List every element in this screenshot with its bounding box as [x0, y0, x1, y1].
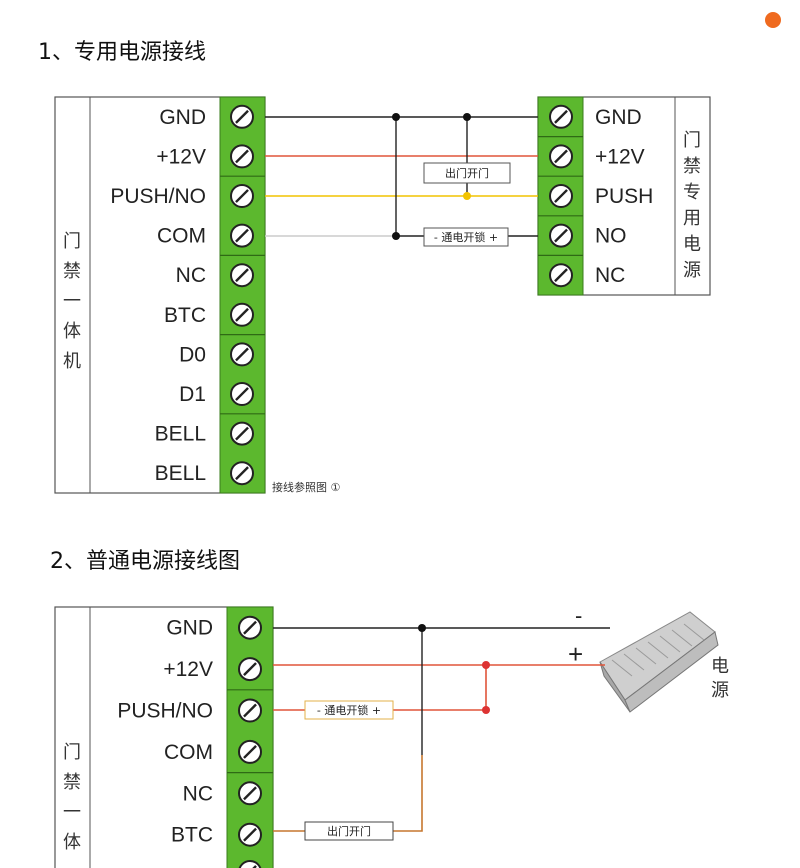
- btc-wire: [273, 755, 423, 832]
- device2-terminal-label: PUSH/NO: [117, 700, 213, 723]
- junction-dot: [463, 113, 471, 121]
- power-vertical-label: 电: [683, 234, 701, 255]
- screw-icon: [549, 223, 573, 248]
- screw-icon: [230, 104, 254, 129]
- power-supply-unit: [599, 611, 719, 713]
- lock-tag: - 通电开锁 +: [423, 227, 509, 247]
- device-vertical-label: 禁: [63, 261, 81, 282]
- lock-tag-label: - 通电开锁 +: [434, 230, 498, 244]
- device-terminal-label: GND: [159, 106, 206, 129]
- device2-vertical-label: 禁: [63, 772, 81, 793]
- screw-icon: [238, 739, 262, 764]
- screw-icon: [230, 461, 254, 486]
- device-terminal-label: PUSH/NO: [110, 185, 206, 208]
- screw-icon: [230, 263, 254, 288]
- device2-vertical-label: 一: [63, 802, 81, 823]
- power-plus-label: +: [568, 639, 583, 669]
- junction-dot: [392, 113, 400, 121]
- screw-icon: [230, 184, 254, 208]
- screw-icon: [230, 144, 254, 169]
- junction-dot: [482, 661, 490, 669]
- notification-dot-icon: [765, 12, 781, 28]
- screw-icon: [238, 698, 262, 723]
- screw-icon: [238, 657, 262, 682]
- device-terminal-label: BELL: [155, 462, 206, 485]
- section1-heading: 1、专用电源接线: [38, 40, 206, 65]
- device-vertical-label: 门: [63, 231, 81, 252]
- exit-button-tag-label: 出门开门: [445, 166, 489, 180]
- device-terminal-label: NC: [176, 264, 206, 287]
- screw-icon: [549, 144, 573, 169]
- power-vertical-label: 专: [683, 182, 701, 203]
- power2-vertical-label: 源: [711, 680, 729, 701]
- section2-heading: 2、普通电源接线图: [50, 549, 240, 574]
- reference-note: 接线参照图 ①: [272, 480, 340, 494]
- device-vertical-label: 机: [63, 351, 81, 372]
- screw-icon: [549, 184, 573, 208]
- device2-vertical-label: 体: [63, 832, 81, 853]
- device-vertical-label: 体: [63, 321, 81, 342]
- device2-vertical-label: 门: [63, 742, 81, 763]
- exit-button2-tag-label: 出门开门: [327, 824, 371, 838]
- power2-vertical-label: 电: [711, 656, 729, 677]
- lock2-tag: - 通电开锁 +: [304, 700, 394, 720]
- exit-button-tag: 出门开门: [423, 162, 511, 184]
- junction-dot: [482, 706, 490, 714]
- screw-icon: [549, 263, 573, 288]
- device2-terminal-label: +12V: [163, 658, 213, 681]
- power-vertical-label: 用: [683, 208, 701, 229]
- screw-icon: [238, 781, 262, 806]
- power-vertical-label: 源: [683, 260, 701, 281]
- screw-icon: [230, 421, 254, 446]
- screw-icon: [238, 822, 262, 847]
- device-terminal-label: BTC: [164, 304, 206, 327]
- device-terminal-label: COM: [157, 225, 206, 248]
- power-terminal-label: GND: [595, 106, 642, 129]
- junction-dot: [392, 232, 400, 240]
- power-vertical-label: 禁: [683, 156, 701, 177]
- screw-icon: [549, 104, 573, 129]
- device2-terminal-label: COM: [164, 741, 213, 764]
- power-terminal-label: NC: [595, 264, 625, 287]
- power-minus-label: -: [575, 603, 582, 628]
- device-terminal-label: +12V: [156, 145, 206, 168]
- exit-button2-tag: 出门开门: [304, 821, 394, 841]
- power-vertical-label: 门: [683, 130, 701, 151]
- device-vertical-label: 一: [63, 291, 81, 312]
- device-terminal-label: BELL: [155, 423, 206, 446]
- device-terminal-label: D0: [179, 343, 206, 366]
- lock2-tag-label: - 通电开锁 +: [317, 703, 381, 717]
- junction-dot: [463, 192, 471, 200]
- screw-icon: [230, 223, 254, 248]
- screw-icon: [238, 615, 262, 640]
- device-terminal-label: D1: [179, 383, 206, 406]
- device2-terminal-label: BTC: [171, 824, 213, 847]
- device2-terminal-label: NC: [183, 782, 213, 805]
- screw-icon: [230, 382, 254, 406]
- power-terminal-label: NO: [595, 225, 627, 248]
- screw-icon: [230, 342, 254, 367]
- device2-terminal-label: GND: [166, 617, 213, 640]
- power-terminal-label: PUSH: [595, 185, 653, 208]
- power-terminal-label: +12V: [595, 145, 645, 168]
- section1-diagram: 门禁一体机GND+12VPUSH/NOCOMNCBTCD0D1BELLBELL门…: [54, 96, 711, 494]
- screw-icon: [230, 302, 254, 327]
- junction-dot: [418, 624, 426, 632]
